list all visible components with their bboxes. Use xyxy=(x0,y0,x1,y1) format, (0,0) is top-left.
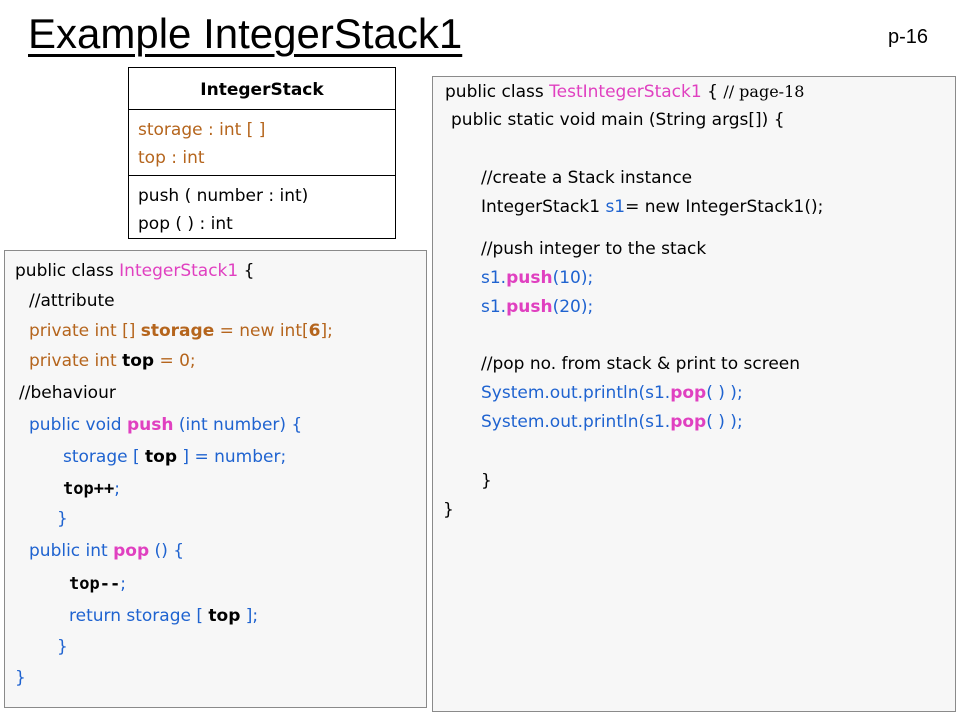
slide-title: Example IntegerStack1 xyxy=(28,10,463,57)
code-line: System.out.println(s1.pop( ) ); xyxy=(481,383,743,403)
testintegerstack1-code-block: public class TestIntegerStack1 { // page… xyxy=(432,76,956,712)
code-line: public int pop () { xyxy=(29,541,185,561)
code-line: public void push (int number) { xyxy=(29,415,303,435)
code-line: top--; xyxy=(69,574,126,594)
uml-class-name: IntegerStack xyxy=(129,68,395,110)
code-line: } xyxy=(443,500,454,520)
code-line: } xyxy=(15,668,26,688)
code-line: } xyxy=(57,509,68,529)
code-line: storage [ top ] = number; xyxy=(63,447,287,467)
code-line: //attribute xyxy=(29,291,115,311)
code-line: private int top = 0; xyxy=(29,351,196,371)
code-line: } xyxy=(481,471,492,491)
code-line: //create a Stack instance xyxy=(481,168,693,188)
code-line: //pop no. from stack & print to screen xyxy=(481,354,801,374)
uml-attribute: storage : int [ ] xyxy=(138,120,266,140)
uml-operations: push ( number : int) pop ( ) : int xyxy=(129,176,395,240)
page-number: p-16 xyxy=(888,26,929,48)
code-line: s1.push(20); xyxy=(481,297,594,317)
integerstack1-code-block: public class IntegerStack1 { //attribute… xyxy=(4,250,427,708)
code-line: IntegerStack1 s1= new IntegerStack1(); xyxy=(481,197,824,217)
code-line: //push integer to the stack xyxy=(481,239,707,259)
code-line: public class IntegerStack1 { xyxy=(15,261,255,281)
code-line: //behaviour xyxy=(19,383,116,403)
code-line: top++; xyxy=(63,479,120,499)
uml-operation: pop ( ) : int xyxy=(138,214,233,234)
code-line: System.out.println(s1.pop( ) ); xyxy=(481,412,743,432)
uml-attribute: top : int xyxy=(138,148,205,168)
code-line: public static void main (String args[]) … xyxy=(451,110,785,130)
uml-attributes: storage : int [ ] top : int xyxy=(129,110,395,176)
code-line: private int [] storage = new int[6]; xyxy=(29,321,333,341)
code-line: s1.push(10); xyxy=(481,268,594,288)
code-line: } xyxy=(57,637,68,657)
code-line: return storage [ top ]; xyxy=(69,606,259,626)
uml-class-diagram: IntegerStack storage : int [ ] top : int… xyxy=(128,67,396,239)
code-line: public class TestIntegerStack1 { // page… xyxy=(445,82,805,102)
uml-operation: push ( number : int) xyxy=(138,186,309,206)
